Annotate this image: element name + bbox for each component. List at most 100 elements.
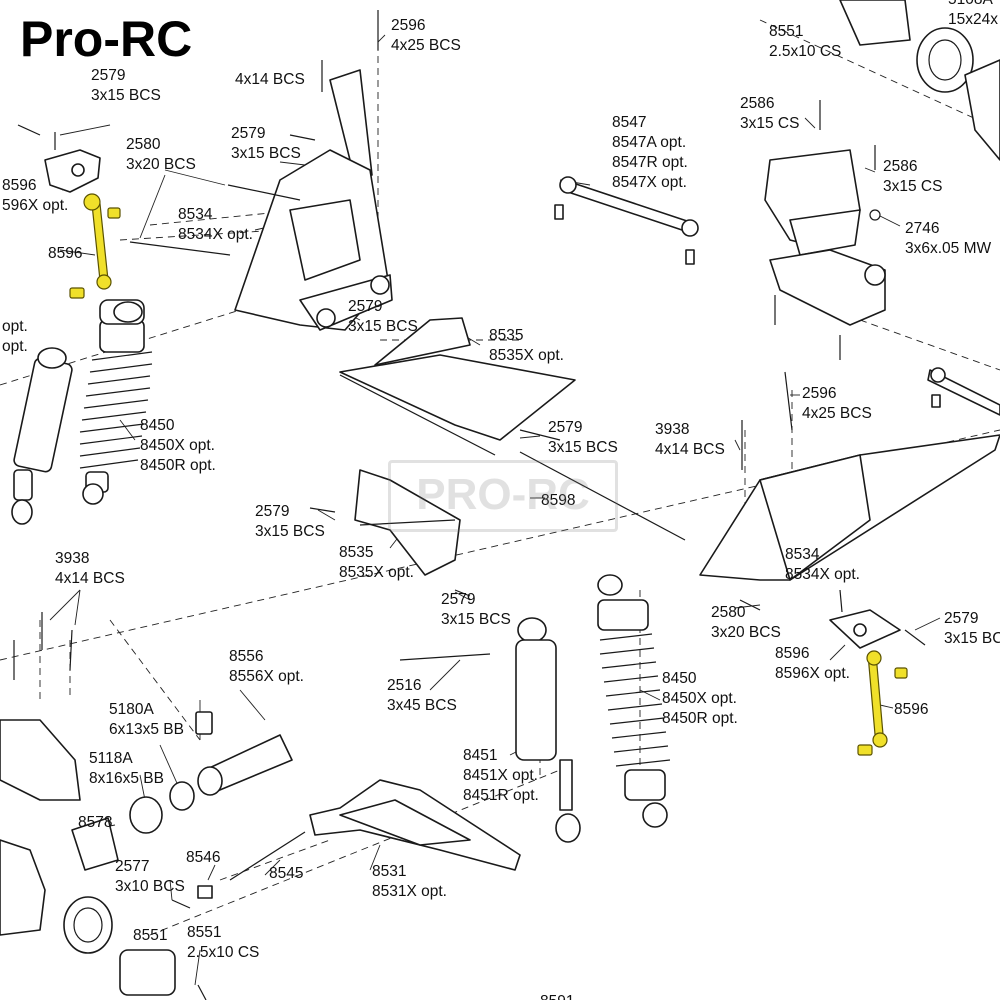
callout-line: 4x14 BCS xyxy=(55,570,125,587)
callout-line: 3938 xyxy=(55,550,89,567)
callout-line: 8450X opt. xyxy=(140,437,215,454)
callout-line: 8551 xyxy=(133,927,167,944)
callout-line: 8545 xyxy=(269,865,303,882)
upper-right-steering-link xyxy=(554,176,699,265)
callout-line: 3x6x.05 MW xyxy=(905,240,992,257)
callout-line: 8534X opt. xyxy=(785,566,860,583)
callout-line: 8450 xyxy=(140,417,175,434)
callout-line: 2586 xyxy=(883,158,917,175)
callout-line: 6x13x5 BB xyxy=(109,721,184,738)
bottom-left-fastener xyxy=(197,984,207,1000)
part-callout-c37: 8578 xyxy=(78,814,112,831)
upper-right-steering-assembly xyxy=(764,100,886,360)
callout-line: 3x15 BCS xyxy=(441,611,511,628)
callout-line: 8535X opt. xyxy=(489,347,564,364)
callout-line: 8547A opt. xyxy=(612,134,686,151)
callout-line: 8596X opt. xyxy=(775,665,850,682)
lower-right-toe-link xyxy=(829,589,926,756)
callout-line: 3x20 BCS xyxy=(711,624,781,641)
part-callout-c22: 2579 3x15 BCS xyxy=(255,503,325,540)
callout-line: 8598 xyxy=(541,492,575,509)
callout-line: 2596 xyxy=(391,17,425,34)
right-edge-link xyxy=(927,367,1000,416)
callout-line: 8450X opt. xyxy=(662,690,737,707)
callout-line: 8547X opt. xyxy=(612,174,687,191)
callout-line: 8535 xyxy=(339,544,373,561)
callout-line: 8547 xyxy=(612,114,646,131)
callout-line: 8591 xyxy=(540,993,574,1000)
part-callout-c02: 4x14 BCS xyxy=(235,71,305,88)
lower-left-diff-case xyxy=(0,612,213,996)
part-callout-c43: 8551 2.5x10 CS xyxy=(187,924,259,961)
part-callout-c45: 8591 xyxy=(540,993,574,1000)
callout-line: 2746 xyxy=(905,220,939,237)
callout-line: 8451R opt. xyxy=(463,787,539,804)
part-callout-c10: 8547 8547A opt. 8547R opt. 8547X opt. xyxy=(612,114,688,191)
callout-line: 8547R opt. xyxy=(612,154,688,171)
callout-line: 4x25 BCS xyxy=(391,37,461,54)
callout-line: 8596 xyxy=(894,701,928,718)
part-callout-c09: 8596 xyxy=(48,245,82,262)
callout-line: 3x15 CS xyxy=(740,115,799,132)
callout-line: 2.5x10 CS xyxy=(187,944,259,961)
callout-line: 596X opt. xyxy=(2,197,68,214)
callout-line: 2579 xyxy=(255,503,289,520)
callout-line: 2579 xyxy=(91,67,125,84)
callout-line: 8535 xyxy=(489,327,523,344)
part-callout-c13: 2746 3x6x.05 MW xyxy=(905,220,992,257)
callout-line: 8450R opt. xyxy=(140,457,216,474)
part-callout-c44: 5108A15x24x xyxy=(948,0,998,28)
callout-line: 8534 xyxy=(178,206,213,223)
lower-left-driveshaft xyxy=(129,711,293,834)
part-callout-c40: 8545 xyxy=(269,865,303,882)
callout-line: 2579 xyxy=(348,298,382,315)
callout-line: 3x20 BCS xyxy=(126,156,196,173)
callout-line: opt. xyxy=(2,338,28,355)
part-callout-c01: 2596 4x25 BCS xyxy=(391,17,461,54)
center-right-bulkhead xyxy=(699,371,1000,611)
upper-left-shock-spring xyxy=(79,299,153,505)
callout-line: 8451 xyxy=(463,747,497,764)
callout-line: 4x14 BCS xyxy=(655,441,725,458)
callout-line: 8596 xyxy=(2,177,36,194)
callout-line: 2579 xyxy=(548,419,582,436)
callout-line: 4x14 BCS xyxy=(235,71,305,88)
callout-line: 8531 xyxy=(372,863,406,880)
callout-line: 8596 xyxy=(48,245,82,262)
callout-line: 8534 xyxy=(785,546,820,563)
callout-line: 3x15 CS xyxy=(883,178,942,195)
callout-line: 15x24x xyxy=(948,11,998,28)
callout-line: 3x45 BCS xyxy=(387,697,457,714)
part-callout-c25: 3938 4x14 BCS xyxy=(55,550,125,587)
callout-line: 3x15 BCS xyxy=(255,523,325,540)
center-lower-a-arm xyxy=(309,469,471,597)
upper-left-shock-body xyxy=(11,347,73,525)
pro-rc-logo: Pro-RC xyxy=(20,11,193,67)
callout-line: 8578 xyxy=(78,814,112,831)
callout-line: 8534X opt. xyxy=(178,226,253,243)
callout-line: 2580 xyxy=(126,136,161,153)
part-callout-c07: 8596 596X opt. xyxy=(2,177,68,214)
part-callout-c42: 8551 xyxy=(133,927,167,944)
callout-line: 8551 xyxy=(187,924,221,941)
part-callout-c15: 8535 8535X opt. xyxy=(489,327,564,364)
callout-line: 3x15 BCS xyxy=(231,145,301,162)
